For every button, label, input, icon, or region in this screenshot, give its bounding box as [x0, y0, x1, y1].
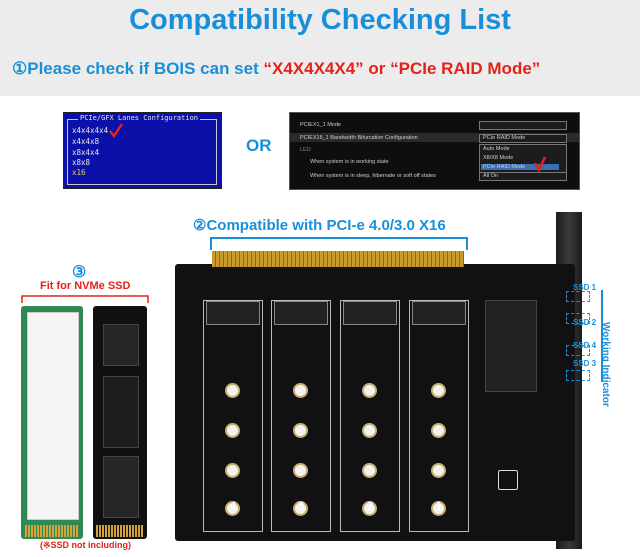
ssd-indicator-label: SSD 4	[573, 341, 597, 350]
ssd-chip	[103, 456, 139, 518]
m2-connector	[412, 301, 466, 325]
ssd-chip	[103, 376, 139, 448]
ssd-samsung-black	[93, 306, 147, 539]
bios-option[interactable]: x4x4x8	[72, 137, 100, 146]
bios-row-label: LED	[300, 147, 311, 153]
bios-option[interactable]: x8x4x4	[72, 148, 100, 157]
m2-slot: 4	[203, 300, 263, 532]
fit-caption: Fit for NVMe SSD	[40, 280, 131, 292]
screw-hole	[362, 423, 377, 438]
screw-hole	[293, 501, 308, 516]
bios-row-label: When system is in working state	[310, 159, 389, 165]
header-band	[0, 0, 640, 96]
indicator-caption: Working Indicator	[600, 322, 611, 407]
step3-number: ③	[72, 264, 87, 281]
or-label: OR	[246, 136, 272, 155]
ssd-sticker	[27, 312, 79, 520]
screw-hole	[362, 463, 377, 478]
bios-lanes-panel: PCIe/GFX Lanes Configuration x4x4x4x4 x4…	[63, 112, 222, 189]
mode-dropdown-3[interactable]: All On	[479, 172, 567, 181]
screw-hole	[225, 383, 240, 398]
screw-hole	[362, 501, 377, 516]
ssd-indicator-label: SSD 3	[573, 359, 597, 368]
menu-option-selected[interactable]: PCIe RAID Mode	[481, 164, 559, 170]
screw-hole	[431, 423, 446, 438]
led-marker	[566, 313, 590, 324]
screw-hole	[293, 423, 308, 438]
step1-instruction: ①Please check if BOIS can set “X4X4X4X4”…	[12, 59, 540, 79]
recycle-icon	[498, 470, 518, 490]
mode-dropdown-1[interactable]	[479, 121, 567, 130]
menu-option[interactable]: Auto Mode	[483, 146, 510, 152]
bios-row-label: PCIEX1_1 Mode	[300, 122, 341, 128]
mode-menu[interactable]: Auto Mode X8/X8 Mode PCIe RAID Mode	[479, 144, 567, 174]
page-title: Compatibility Checking List	[129, 4, 511, 36]
ssd-pins	[96, 525, 144, 537]
ssd-samsung-green	[21, 306, 83, 539]
led-marker	[566, 345, 590, 356]
step1-prefix: ①Please check if BOIS can set	[12, 59, 264, 78]
dropdown-value: All On	[483, 173, 498, 179]
led-marker	[566, 370, 590, 381]
compat-caption: ②Compatible with PCI-e 4.0/3.0 X16	[193, 217, 446, 234]
m2-connector	[206, 301, 260, 325]
slot-number: 4	[229, 499, 237, 513]
m2-slot: 3	[271, 300, 331, 532]
screw-hole	[225, 501, 240, 516]
screw-hole	[431, 383, 446, 398]
check-mark-icon	[109, 123, 124, 139]
indicator-bracket	[601, 290, 603, 382]
slot-number: 1	[435, 499, 443, 513]
bios-row-highlight	[290, 133, 579, 142]
power-circuitry	[485, 300, 537, 392]
m2-slot: 1	[409, 300, 469, 532]
ssd-indicator-label: SSD 2	[573, 318, 597, 327]
slot-number: 2	[366, 499, 374, 513]
menu-option[interactable]: X8/X8 Mode	[483, 155, 514, 161]
screw-hole	[293, 383, 308, 398]
screw-hole	[293, 463, 308, 478]
mode-dropdown-2[interactable]: PCIe RAID Mode	[479, 134, 567, 143]
slot-number: 3	[297, 499, 305, 513]
dropdown-value: PCIe RAID Mode	[483, 135, 526, 141]
m2-connector	[274, 301, 328, 325]
screw-hole	[431, 501, 446, 516]
bios-row-label: PCIEX16_1 Bandwidth Bifurcation Configur…	[300, 135, 418, 141]
bios-option[interactable]: x16	[72, 168, 86, 177]
bios-row-label: When system is in sleep, hibernate or so…	[310, 173, 436, 179]
led-marker	[566, 291, 590, 302]
screw-hole	[362, 383, 377, 398]
ssd-note: (※SSD not including)	[40, 540, 132, 550]
screw-hole	[225, 463, 240, 478]
ssd-indicator-label: SSD 1	[573, 283, 597, 292]
ssd-chip	[103, 324, 139, 366]
bios-heading: PCIe/GFX Lanes Configuration	[78, 114, 201, 122]
ssd-pins	[25, 525, 79, 537]
pcie-gold-fingers	[212, 251, 464, 267]
screw-hole	[431, 463, 446, 478]
screw-hole	[225, 423, 240, 438]
step1-highlight: “X4X4X4X4” or “PCIe RAID Mode”	[263, 59, 541, 78]
ssd-bracket-line	[21, 295, 149, 303]
bios-bifurcation-panel: PCIEX1_1 Mode PCIEX16_1 Bandwidth Bifurc…	[289, 112, 580, 190]
m2-connector	[343, 301, 397, 325]
pcie-bracket-line	[210, 237, 468, 250]
check-mark-icon	[534, 156, 546, 172]
m2-slot: 2	[340, 300, 400, 532]
bios-option[interactable]: x8x8	[72, 158, 91, 167]
bios-option[interactable]: x4x4x4x4	[72, 126, 109, 135]
